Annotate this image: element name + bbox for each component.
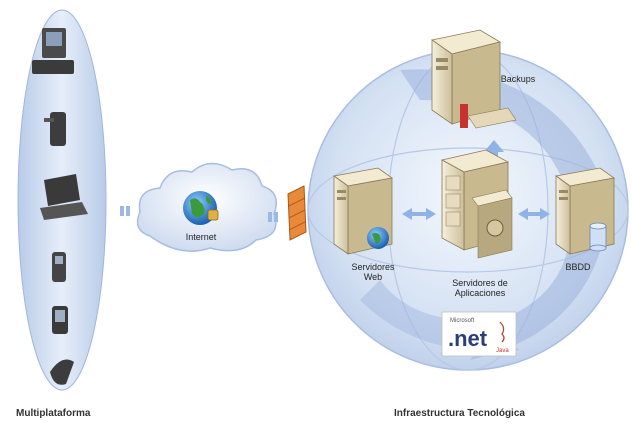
laptop-icon [40,174,88,220]
globe-icon [183,191,219,225]
phone-icon [44,112,66,146]
application-servers-icon [440,149,513,259]
app-servers-label-line1: Servidores de [452,278,508,288]
desktop-computer-icon [32,28,74,74]
internet-firewall-connector [268,212,278,222]
firewall-icon [287,185,307,241]
logo-microsoft-text: Microsoft [450,318,475,324]
database-label: BBDD [565,262,591,272]
dotnet-java-logo: Microsoft .net Java [441,311,517,357]
mobile-phone-icon [52,252,66,282]
web-servers-label-line1: Servidores [351,262,395,272]
backup-server-icon [431,29,517,129]
multiplatform-caption: Multiplataforma [16,408,91,419]
backup-label: Backups [500,74,536,84]
web-servers-label-line2: Web [363,272,383,282]
sphere-ring-band [400,69,610,360]
web-globe-icon [367,227,389,249]
logo-net-text: .net [448,326,488,351]
internet-label: Internet [185,232,217,242]
pda-icon [52,306,68,334]
database-cylinder-icon [589,222,607,252]
infrastructure-caption: Infraestructura Tecnológica [394,408,525,419]
web-apps-connector [402,208,436,220]
app-servers-label-line2: Aplicaciones [454,288,506,298]
sphere-orbit-1 [307,147,629,273]
apps-db-connector [518,208,550,220]
flip-phone-icon [50,359,74,385]
device-internet-connector [120,206,130,216]
logo-java-text: Java [496,348,509,354]
